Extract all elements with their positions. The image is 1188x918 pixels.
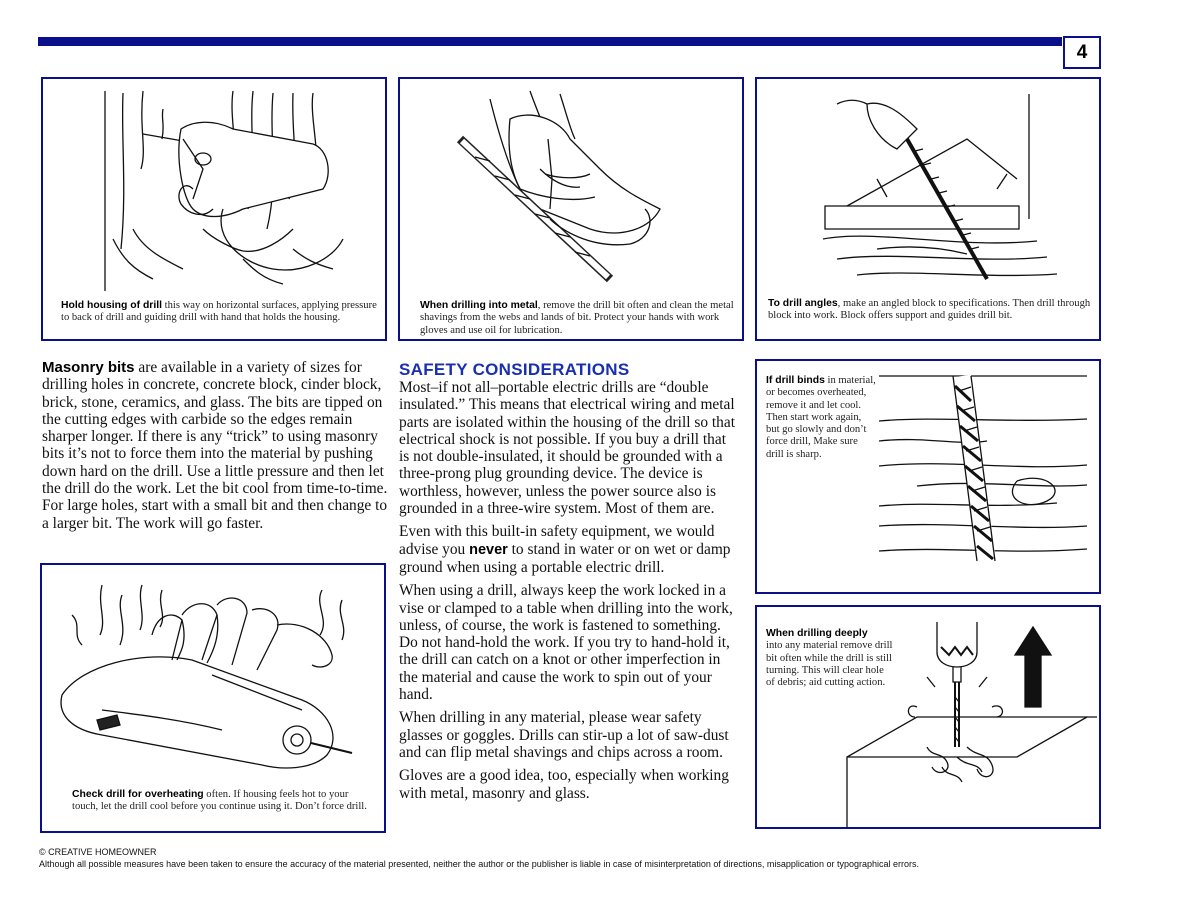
safety-p2-end: to stand in water or on wet or damp grou… [399,540,731,576]
masonry-lead: Masonry bits [42,359,135,376]
panel-hold-housing: Hold housing of drill this way on horizo… [41,77,387,341]
safety-body: Most–if not all–portable electric drills… [399,379,739,808]
drill-bit-binding-illustration [878,374,1088,563]
safety-paragraph-2: Even with this built-in safety equipment… [399,523,739,576]
caption-lead: If drill binds [766,375,825,386]
safety-paragraph-5: Gloves are a good idea, too, especially … [399,767,729,802]
safety-paragraph-3: When using a drill, always keep the work… [399,582,733,704]
caption-text: , remove the drill bit often and clean t… [420,300,734,336]
drill-overheating-illustration [60,584,353,769]
safety-heading: SAFETY CONSIDERATIONS [399,360,630,379]
caption-lead: When drilling into metal [420,300,538,311]
page-number: 4 [1063,36,1101,69]
caption-text: this way on horizontal surfaces, applyin… [61,300,377,324]
panel-drill-angles: To drill angles, make an angled block to… [755,77,1101,341]
caption-lead: Hold housing of drill [61,300,163,311]
panel-drilling-metal: When drilling into metal, remove the dri… [398,77,744,341]
disclaimer: Although all possible measures have been… [39,859,919,869]
panel-overheating: Check drill for overheating often. If ho… [40,563,386,833]
drill-on-wood-illustration [104,90,344,291]
deep-drilling-illustration [846,622,1097,827]
caption-lead: Check drill for overheating [72,789,204,800]
masonry-paragraph: Masonry bits are available in a variety … [42,359,388,538]
angled-block-illustration [822,94,1058,280]
masonry-text: are available in a variety of sizes for … [42,359,388,532]
caption-lead: To drill angles [768,298,838,309]
caption-overheating: Check drill for overheating often. If ho… [72,789,376,814]
caption-text: , make an angled block to specifications… [768,298,1091,322]
caption-lead: When drilling deeply [766,628,868,639]
safety-paragraph-4: When drilling in any material, please we… [399,709,729,761]
never-emphasis: never [469,541,508,558]
safety-paragraph-1: Most–if not all–portable electric drills… [399,379,735,518]
caption-drill-binds: If drill binds in material, or becomes o… [766,375,876,461]
top-rule [38,37,1062,46]
panel-drill-binds: If drill binds in material, or becomes o… [755,359,1101,594]
caption-drilling-metal: When drilling into metal, remove the dri… [420,300,736,337]
caption-hold-housing: Hold housing of drill this way on horizo… [61,300,379,325]
caption-drill-angles: To drill angles, make an angled block to… [768,298,1094,323]
caption-text: often. If housing feels hot to your touc… [72,789,367,813]
gloved-hand-drill-bit-illustration [456,90,661,283]
caption-text: into any material remove drill bit often… [766,640,893,689]
safety-p2-start: Even with this built-in safety equipment… [399,523,715,558]
caption-drilling-deeply: When drilling deeply into any material r… [766,628,894,689]
caption-text: in material, or becomes overheated, remo… [766,375,876,460]
panel-drilling-deeply: When drilling deeply into any material r… [755,605,1101,829]
copyright: © CREATIVE HOMEOWNER [39,847,157,857]
